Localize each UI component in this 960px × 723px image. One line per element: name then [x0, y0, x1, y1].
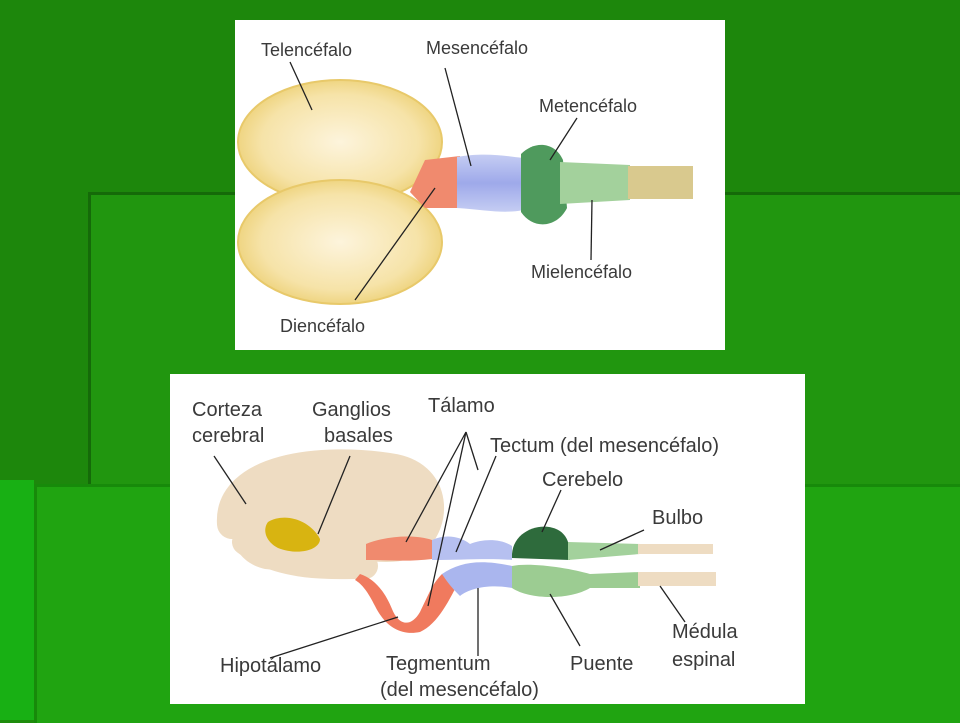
label-tegmentum: Tegmentum [386, 653, 491, 675]
thalamus-shape [366, 536, 432, 561]
label-cerebral: cerebral [192, 425, 264, 447]
label-corteza: Corteza [192, 399, 263, 421]
label-bulbo: Bulbo [652, 507, 703, 529]
myelencephalon-shape [560, 162, 630, 204]
cortex-lower-band [232, 529, 378, 580]
label-metencefalo: Metencéfalo [539, 96, 637, 116]
label-espinal: espinal [672, 649, 735, 671]
label-hipotalamo: Hipotálamo [220, 655, 321, 677]
label-mielencefalo: Mielencéfalo [531, 262, 632, 282]
label-tectum: Tectum (del mesencéfalo) [490, 435, 719, 457]
bottom-diagram-panel: Corteza cerebral Ganglios basales Tálamo… [170, 374, 805, 704]
top-diagram-panel: Telencéfalo Mesencéfalo Metencéfalo Miel… [235, 20, 725, 350]
label-cerebelo: Cerebelo [542, 469, 623, 491]
tectum-shape [432, 536, 512, 560]
label-del-mesencefalo: (del mesencéfalo) [380, 679, 539, 701]
pons-shape [512, 564, 640, 597]
medulla-shape [568, 542, 640, 560]
background-left-strip [0, 480, 34, 720]
diencephalon-shape [410, 156, 463, 208]
hypothalamus-shape [355, 574, 460, 633]
top-diagram-svg: Telencéfalo Mesencéfalo Metencéfalo Miel… [237, 38, 693, 336]
spinal-cord-lower [638, 572, 716, 586]
telencephalon-lower-lobe [237, 179, 443, 305]
cerebellum-shape [511, 526, 570, 560]
metencephalon-shape [521, 144, 567, 225]
label-ganglios: Ganglios [312, 399, 391, 421]
label-mesencefalo: Mesencéfalo [426, 38, 528, 58]
label-medula: Médula [672, 621, 738, 643]
label-puente: Puente [570, 653, 633, 675]
label-telencefalo: Telencéfalo [261, 40, 352, 60]
spinal-cord-upper [638, 544, 713, 554]
label-diencefalo: Diencéfalo [280, 316, 365, 336]
mesencephalon-shape [457, 154, 523, 212]
bottom-diagram-svg: Corteza cerebral Ganglios basales Tálamo… [192, 395, 738, 701]
spinal-cord-shape [628, 166, 693, 199]
label-talamo: Tálamo [428, 395, 495, 417]
basal-ganglia-shape [265, 517, 320, 552]
tegmentum-shape [442, 562, 512, 596]
label-basales: basales [324, 425, 393, 447]
